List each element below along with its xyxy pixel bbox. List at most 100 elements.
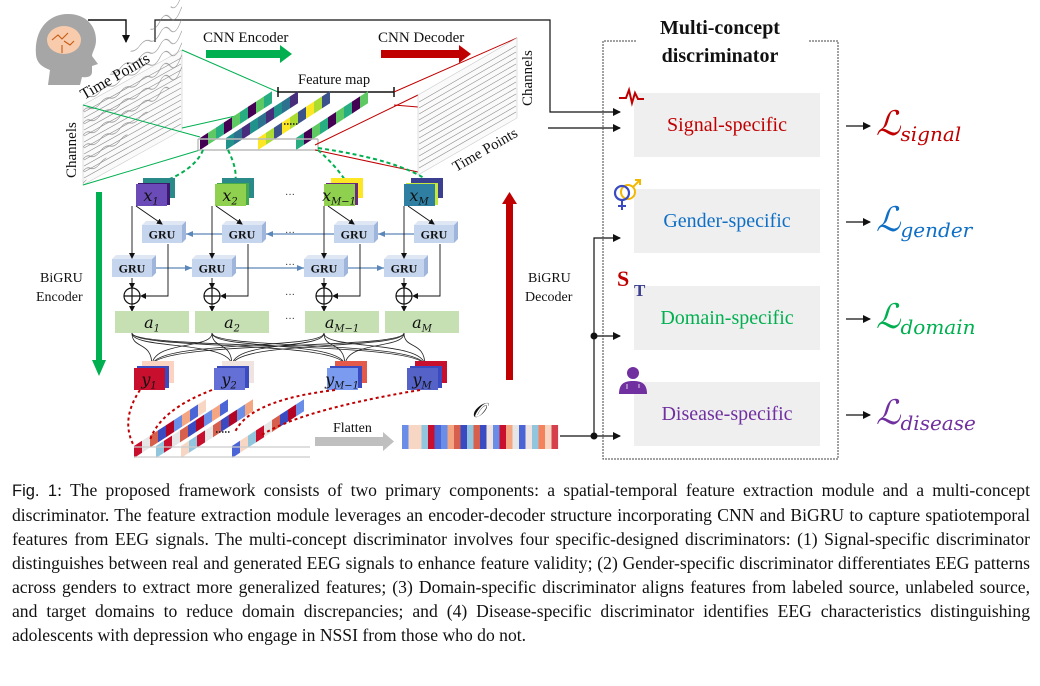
flatten-label: Flatten bbox=[333, 421, 372, 436]
feature-map-stripe bbox=[250, 117, 258, 135]
decoder-projection-lines bbox=[314, 37, 518, 173]
a-node bbox=[385, 311, 459, 333]
attention-curve bbox=[151, 332, 325, 367]
feature-map-stripe bbox=[256, 96, 264, 114]
gru-box-top bbox=[222, 221, 266, 225]
a-node bbox=[115, 311, 189, 333]
discriminator-label: Signal-specific bbox=[667, 114, 787, 136]
output-vector bbox=[402, 425, 559, 449]
x-node-label: xM−1 bbox=[322, 186, 356, 208]
gru-box-side bbox=[374, 221, 378, 243]
encoder-projection-lines bbox=[82, 49, 279, 186]
discriminator-box bbox=[634, 382, 820, 446]
feature-map-stripe bbox=[224, 117, 232, 135]
svg-text:T: T bbox=[634, 281, 646, 300]
y-node bbox=[327, 368, 358, 390]
output-vector-cell bbox=[499, 425, 507, 449]
gru-box-top bbox=[112, 255, 156, 259]
reconstructed-map-stripe bbox=[198, 399, 206, 417]
feature-map-stripe bbox=[240, 106, 248, 124]
gru-box bbox=[112, 259, 152, 277]
feature-map-label: Feature map bbox=[298, 72, 370, 88]
caption-text: : The proposed framework consists of two… bbox=[12, 480, 1030, 645]
x-to-gru-arrow bbox=[407, 205, 435, 225]
figure-caption: Fig. 1: The proposed framework consists … bbox=[12, 478, 1030, 647]
output-vector-label: 𝒪 bbox=[472, 398, 490, 422]
feature-map-stripe bbox=[320, 117, 328, 135]
cnn-encoder-label: CNN Encoder bbox=[203, 30, 288, 46]
output-vector-cell bbox=[447, 425, 455, 449]
output-vector-cell bbox=[460, 425, 468, 449]
attention-curve bbox=[231, 332, 405, 367]
svg-text:S: S bbox=[617, 266, 629, 291]
source-target-icon: S T bbox=[617, 266, 646, 300]
reconstructed-map-stripe bbox=[280, 409, 288, 427]
gru-to-sum-arrow bbox=[412, 244, 441, 299]
ellipsis: ··· bbox=[285, 190, 295, 201]
gru-box-side bbox=[232, 255, 236, 277]
gender-symbols-icon bbox=[613, 179, 641, 210]
reconstructed-map-stripe bbox=[134, 440, 142, 458]
gru-label: GRU bbox=[391, 262, 418, 276]
reconstructed-map-stripe bbox=[240, 435, 248, 453]
output-vector-cell bbox=[473, 425, 481, 449]
output-vector-cell bbox=[551, 425, 559, 449]
output-channels-label: Channels bbox=[520, 50, 536, 106]
reconstructed-map-stripe bbox=[213, 420, 221, 438]
a-node-label: a1 bbox=[144, 313, 160, 335]
reconstructed-map-stripe bbox=[221, 414, 229, 432]
feature-map-stripe bbox=[248, 101, 256, 119]
feature-map-stripe bbox=[290, 91, 298, 109]
gru-box-top bbox=[414, 221, 458, 225]
x-node bbox=[136, 184, 167, 206]
gru-box-side bbox=[344, 255, 348, 277]
gru-box-side bbox=[182, 221, 186, 243]
reconstructed-map-stripe bbox=[220, 399, 228, 417]
reconstructed-map-stripe bbox=[229, 409, 237, 427]
y-to-map-connector bbox=[234, 389, 336, 433]
reconstructed-map-stripe bbox=[204, 409, 212, 427]
x-node-label: x1 bbox=[143, 186, 158, 208]
reconstructed-map-stripe bbox=[189, 435, 197, 453]
a-node-label: aM−1 bbox=[325, 313, 359, 335]
feature-map-stripe bbox=[296, 132, 304, 150]
feature-map-stripe bbox=[264, 91, 272, 109]
input-arrow-line bbox=[88, 19, 130, 43]
output-vector-cell bbox=[408, 425, 416, 449]
output-vector-cell bbox=[415, 425, 422, 449]
heartbeat-icon bbox=[619, 86, 644, 107]
head-brain-icon bbox=[35, 14, 98, 85]
x-node-label: xM bbox=[409, 186, 429, 208]
a-node bbox=[195, 311, 269, 333]
attention-curve bbox=[211, 332, 233, 367]
gru-to-sum-arrow bbox=[220, 244, 249, 299]
discriminator-title-1: Multi-concept bbox=[660, 17, 780, 39]
bigru-encoder-label-2: Encoder bbox=[36, 290, 83, 305]
gru-box bbox=[142, 225, 182, 243]
sum-operator-cross bbox=[316, 288, 332, 304]
gru-box-top bbox=[334, 221, 378, 225]
gru-label: GRU bbox=[421, 228, 448, 242]
loss-label: ℒgender bbox=[876, 200, 974, 242]
feature-map-stripe bbox=[328, 112, 336, 130]
output-vector-cell bbox=[428, 425, 435, 449]
reconstructed-map-stripe bbox=[232, 440, 240, 458]
sum-operator-cross bbox=[124, 288, 140, 304]
reconstructed-map-stripe bbox=[288, 404, 296, 422]
output-vector-cell bbox=[525, 425, 533, 449]
feature-map-stripe bbox=[242, 122, 250, 140]
y-node bbox=[134, 368, 165, 390]
reconstructed-map-stripe bbox=[264, 420, 272, 438]
gru-label: GRU bbox=[229, 228, 256, 242]
output-vector-cell bbox=[421, 425, 429, 449]
attention-curve bbox=[323, 332, 346, 367]
x-node bbox=[404, 184, 435, 206]
output-vector-cell bbox=[493, 425, 500, 449]
feature-map-grid bbox=[197, 138, 319, 151]
output-vector-cell bbox=[467, 425, 474, 449]
attention-curve bbox=[403, 332, 426, 367]
discriminator-box bbox=[634, 93, 820, 157]
x-node bbox=[324, 184, 355, 206]
